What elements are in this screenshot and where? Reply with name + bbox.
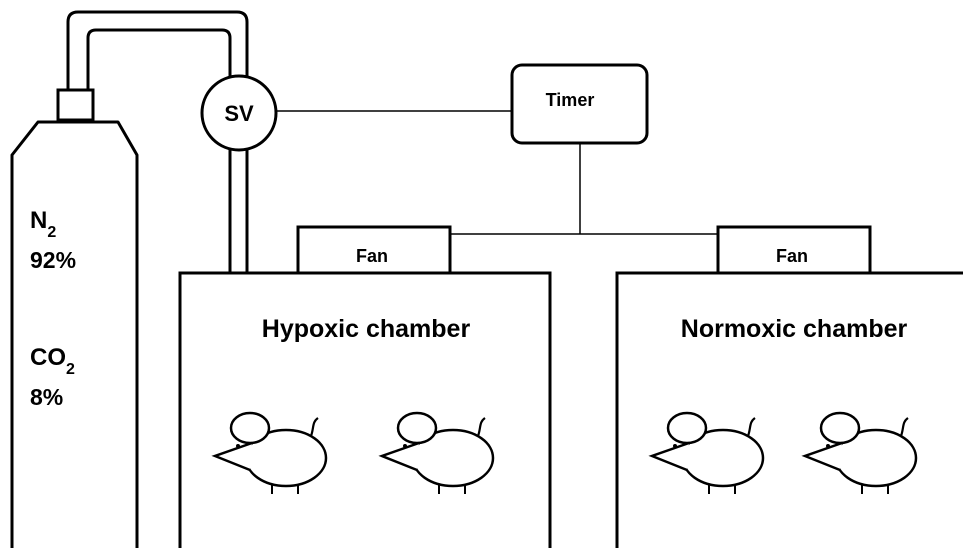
gas1-label: N2: [30, 207, 56, 241]
cylinder-valve-cap: [56, 88, 95, 122]
fan-label: Fan: [776, 246, 808, 266]
chamber-title: Hypoxic chamber: [262, 315, 471, 343]
cylinder-body: [10, 120, 139, 548]
gas-cylinder: N2 92% CO2 8%: [10, 88, 139, 548]
timer-label: Timer: [546, 90, 595, 110]
chamber-title: Normoxic chamber: [681, 315, 908, 343]
gas2-label: CO2: [30, 344, 75, 378]
control-wiring: [276, 110, 718, 235]
gas-tubing: [66, 10, 249, 272]
solenoid-valve: SV: [200, 74, 278, 152]
gas2-percent: 8%: [30, 384, 63, 410]
valve-label: SV: [224, 101, 254, 126]
fan-label: Fan: [356, 246, 388, 266]
fan-normoxic: Fan: [716, 225, 872, 275]
gas1-percent: 92%: [30, 247, 76, 273]
fan-hypoxic: Fan: [296, 225, 452, 275]
timer-box: Timer: [510, 63, 649, 145]
normoxic-chamber: Normoxic chamber: [615, 271, 963, 548]
mouse-icon: [803, 411, 918, 496]
hypoxic-chamber: Hypoxic chamber: [178, 271, 552, 548]
